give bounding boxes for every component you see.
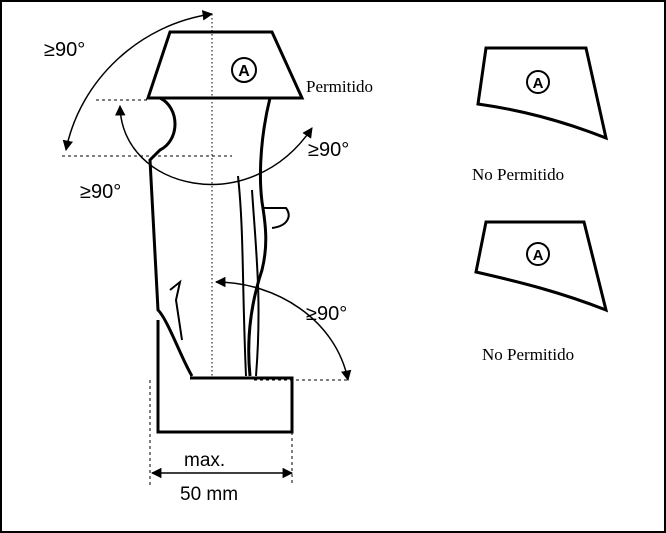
angle-label-3: ≥90° [80, 181, 121, 203]
angle-label-1: ≥90° [44, 39, 85, 61]
notch-right [264, 207, 290, 229]
neck-right-contour [247, 97, 272, 377]
badge-a-example-1-letter: A [533, 75, 544, 92]
inner-groove-left [237, 175, 247, 377]
angle-arc-top-left [62, 10, 214, 152]
allowed-label: Permitido [306, 77, 373, 96]
badge-a-example-2-letter: A [533, 247, 544, 264]
base-plate [156, 320, 294, 434]
badge-a-example-1: A [526, 70, 550, 94]
neck-left-contour [148, 96, 194, 377]
width-label: 50 mm [180, 484, 238, 505]
badge-a-main-letter: A [238, 63, 250, 80]
not-allowed-label-1: No Permitido [472, 165, 564, 184]
badge-a-main: A [231, 57, 257, 83]
tool-head [145, 30, 305, 100]
badge-a-example-2: A [526, 242, 550, 266]
angle-arc-mid [114, 104, 313, 186]
angle-label-2: ≥90° [308, 139, 349, 161]
angle-arc-lower-right [214, 276, 352, 382]
not-allowed-shape-1 [476, 46, 609, 141]
max-label: max. [184, 450, 225, 471]
not-allowed-label-2: No Permitido [482, 345, 574, 364]
not-allowed-shape-2 [474, 220, 609, 313]
inner-groove-right [251, 189, 260, 377]
branch-crack [169, 279, 183, 341]
angle-label-4: ≥90° [306, 303, 347, 325]
